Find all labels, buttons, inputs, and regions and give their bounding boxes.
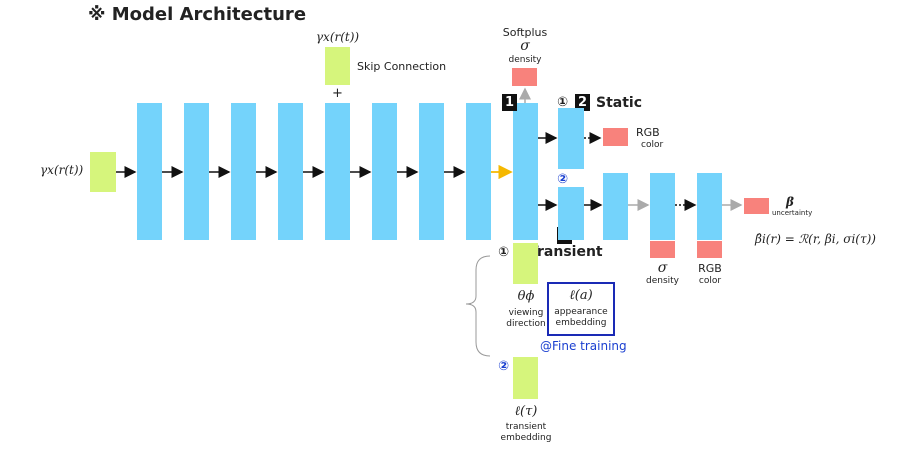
- appearance-symbol: ℓ(a): [569, 288, 593, 303]
- static-rgb-sub: color: [641, 140, 664, 150]
- appearance-line1: appearance: [554, 307, 608, 317]
- static-density-output: [512, 68, 537, 86]
- mlp-layer-2: [184, 103, 209, 240]
- skip-plus: +: [332, 86, 343, 101]
- circled-transient-one: ①: [498, 245, 510, 260]
- mlp-layer-6: [372, 103, 397, 240]
- skip-formula: γx(r(t)): [315, 30, 360, 44]
- transient-emb-line2: embedding: [500, 433, 552, 443]
- softplus-label: Softplus: [502, 26, 548, 39]
- skip-label: Skip Connection: [357, 60, 447, 73]
- beta-sub: uncertainty: [772, 209, 813, 217]
- mlp-layer-3: [231, 103, 256, 240]
- transient-embedding-block: [513, 357, 538, 399]
- viewing-symbol: θϕ: [517, 289, 535, 304]
- beta-formula: β̂i(r) = ℛ(r, βi, σi(τ)): [755, 232, 876, 246]
- badge-1: 1: [502, 94, 517, 111]
- viewing-direction-block: [513, 243, 538, 284]
- softplus-density: density: [508, 55, 542, 65]
- page-title: ※ Model Architecture: [88, 4, 307, 25]
- mlp-layer-7: [419, 103, 444, 240]
- static-rgb-label: RGB: [636, 126, 660, 139]
- viewing-line1: viewing: [508, 308, 544, 318]
- mlp-layer-5: [325, 103, 350, 240]
- viewing-line2: direction: [506, 319, 546, 329]
- transient-emb-symbol: ℓ(τ): [514, 404, 538, 419]
- mlp-layer-4: [278, 103, 303, 240]
- transient-rgb-output: [697, 241, 722, 258]
- fine-training-label: @Fine training: [540, 339, 627, 353]
- out-rgb-label: RGB: [698, 262, 722, 275]
- transient-density-output: [650, 241, 675, 258]
- transient-emb-line1: transient: [505, 422, 547, 432]
- circled-static: ①: [557, 95, 569, 110]
- appearance-line2: embedding: [555, 318, 607, 328]
- skip-input-block: [325, 47, 350, 85]
- mlp-layer-8: [466, 103, 491, 240]
- out-sigma-sub: density: [646, 276, 679, 286]
- brace: [465, 255, 491, 357]
- badge-2: 2: [575, 94, 590, 111]
- static-branch-layer: [558, 108, 584, 169]
- out-sigma-symbol: σ: [657, 260, 668, 276]
- transient-label: Transient: [529, 244, 603, 260]
- transient-layer-2: [603, 173, 628, 240]
- transient-layer-4: [697, 173, 722, 240]
- input-block: [90, 152, 116, 192]
- circled-mid: ②: [557, 172, 569, 187]
- static-rgb-output: [603, 128, 628, 146]
- static-label: Static: [596, 95, 643, 111]
- uncertainty-output: [744, 198, 769, 214]
- appearance-embedding-box: ℓ(a) appearance embedding: [547, 282, 615, 336]
- beta-symbol: β: [786, 195, 794, 209]
- circled-transient-two: ②: [498, 359, 510, 374]
- softplus-sigma: σ: [520, 38, 530, 54]
- transient-layer-1: [558, 187, 584, 240]
- out-rgb-sub: color: [698, 276, 722, 286]
- transient-layer-3: [650, 173, 675, 240]
- input-label: γx(r(t)): [40, 163, 84, 177]
- mlp-layer-9: [513, 103, 538, 240]
- mlp-layer-1: [137, 103, 162, 240]
